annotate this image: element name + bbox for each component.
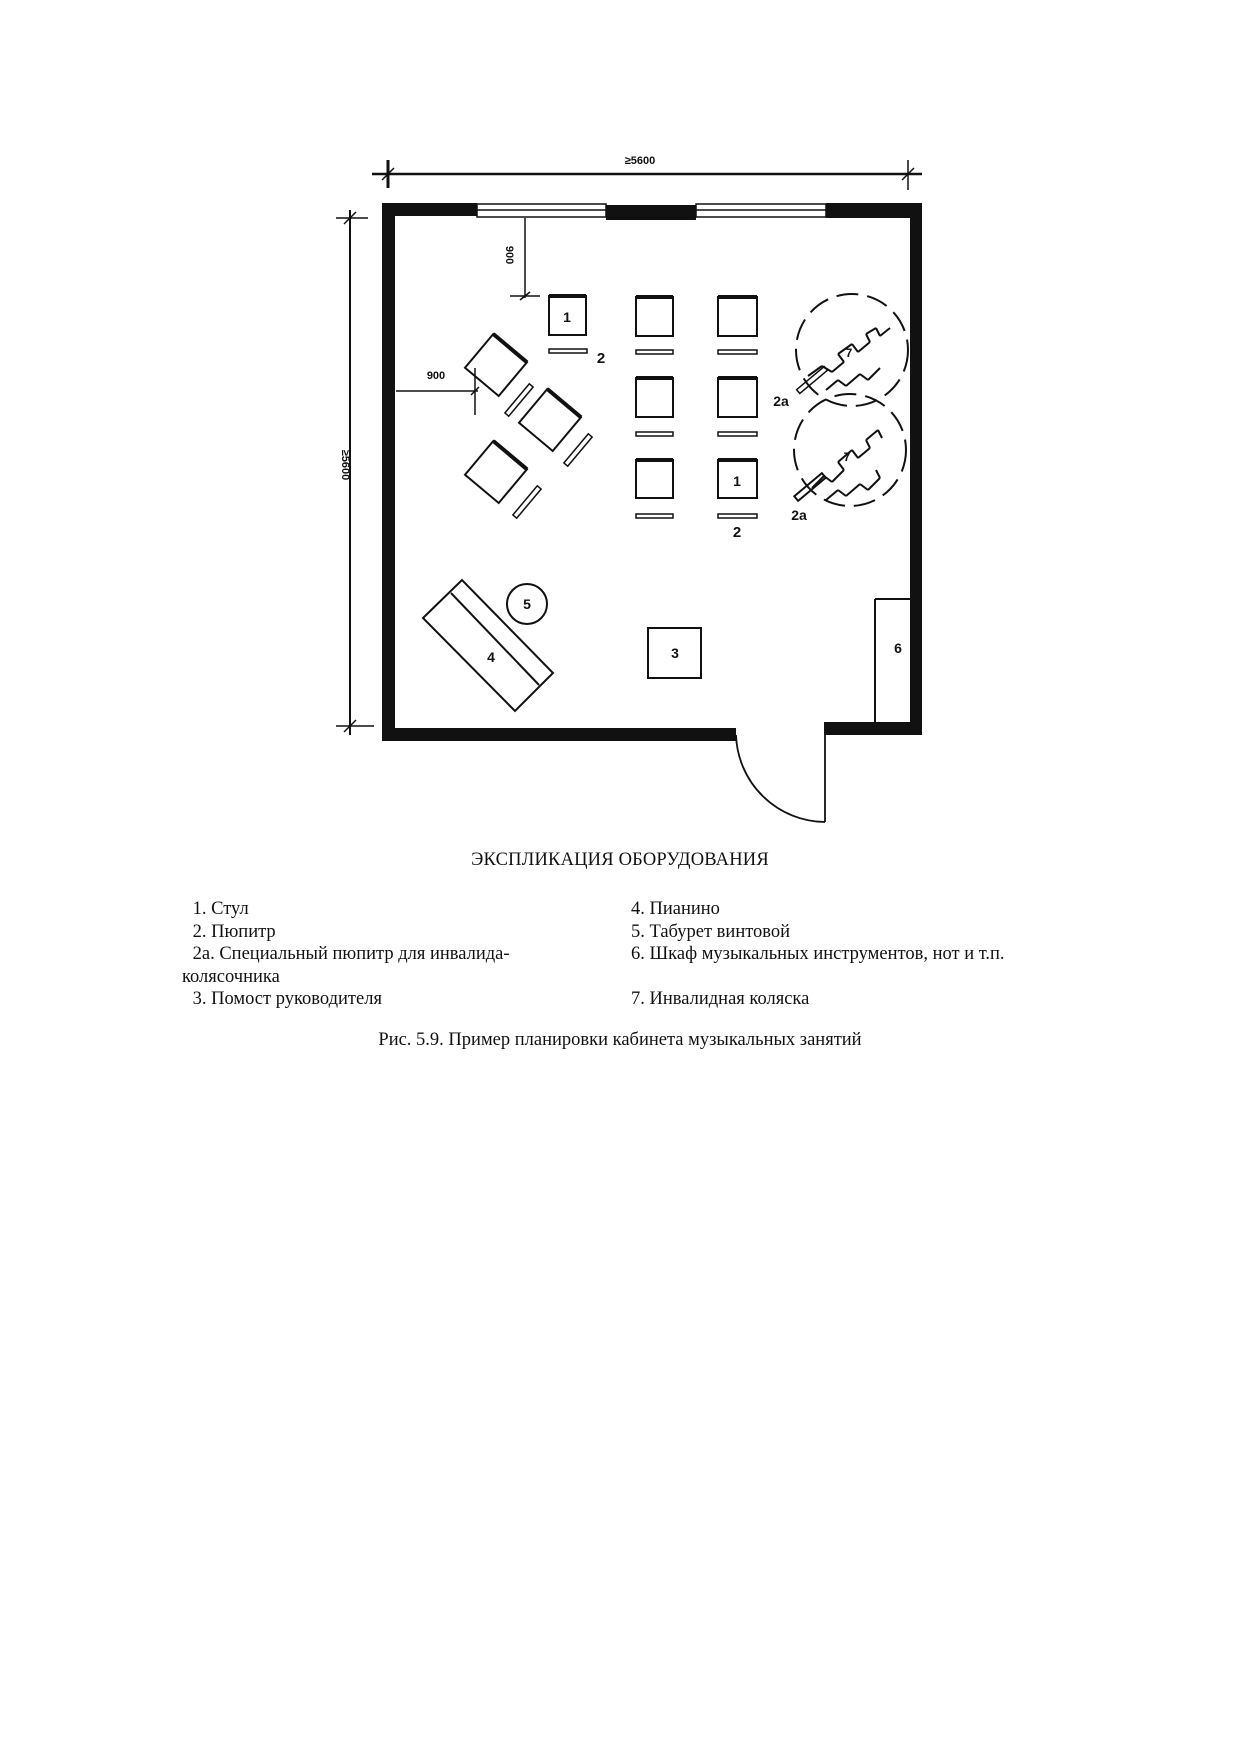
label-chair: 1 — [563, 309, 571, 325]
stool — [506, 583, 548, 625]
top-dimension-line — [372, 160, 922, 190]
chair-angled-3 — [463, 439, 529, 505]
chair-column-1 — [635, 295, 674, 519]
legend-item-piano: 4. Пианино — [631, 899, 720, 919]
label-special-stand-1: 2a — [773, 393, 789, 409]
window-right — [695, 203, 827, 218]
legend-item-stool: 5. Табурет винтовой — [631, 921, 791, 942]
wheelchair-zone-upper — [795, 293, 909, 407]
label-piano: 4 — [487, 649, 495, 665]
offset-top-label: 900 — [503, 246, 515, 264]
stand-angled-2 — [562, 432, 594, 468]
legend-item-podium: 3. Помост руководителя — [188, 989, 382, 1009]
door — [735, 728, 826, 823]
height-dimension-label: ≥5600 — [339, 450, 351, 481]
legend-left-column: 1. Стул 2. Пюпитр 2а. Специальный пюпитр… — [182, 898, 568, 1011]
legend-item-wheelchair: 7. Инвалидная коляска — [631, 989, 810, 1009]
chair-angled-1 — [463, 332, 529, 398]
floor-plan-drawing: ≥5600 ≥5600 — [336, 155, 922, 823]
legend-right-column: 4. Пианино 5. Табурет винтовой 6. Шкаф м… — [631, 898, 1091, 1011]
label-podium: 3 — [671, 645, 679, 661]
cabinet — [874, 598, 910, 722]
left-dimension-line — [336, 210, 374, 735]
figure-caption: Рис. 5.9. Пример планировки кабинета муз… — [378, 1030, 862, 1050]
chair-column-2 — [717, 295, 758, 519]
stand-angled-3 — [511, 484, 543, 520]
window-left — [476, 203, 607, 218]
legend-item-stand: 2. Пюпитр — [188, 921, 276, 942]
piano — [421, 578, 555, 713]
stand-angled-1 — [503, 382, 535, 418]
label-stand-2: 2 — [733, 524, 741, 541]
label-wheelchair-1: 7 — [846, 346, 853, 360]
angled-chair-group — [463, 332, 594, 520]
legend-spacer — [631, 966, 1091, 989]
legend-item-chair: 1. Стул — [188, 899, 249, 919]
legend-item-special-stand-continuation: колясочника — [182, 966, 280, 987]
room-walls — [382, 203, 922, 741]
podium — [647, 627, 702, 679]
label-cabinet: 6 — [894, 640, 902, 656]
floor-plan-figure: ≥5600 ≥5600 — [0, 0, 1240, 840]
label-stool: 5 — [523, 596, 531, 612]
label-wheelchair-2: 7 — [844, 450, 851, 464]
offset-left-label: 900 — [427, 370, 445, 382]
wheelchair-zone-lower — [792, 393, 907, 507]
offset-dimension-top — [510, 218, 540, 301]
label-special-stand-2: 2a — [791, 507, 807, 523]
chair-angled-2 — [517, 387, 583, 453]
label-stand: 2 — [597, 350, 605, 367]
label-chair-2: 1 — [733, 473, 741, 489]
width-dimension-label: ≥5600 — [625, 155, 656, 167]
legend-item-cabinet: 6. Шкаф музыкальных инструментов, нот и … — [631, 944, 1005, 964]
legend-item-special-stand: 2а. Специальный пюпитр для инвалида- — [188, 944, 510, 964]
chair-front-labeled — [548, 294, 588, 354]
legend-title: ЭКСПЛИКАЦИЯ ОБОРУДОВАНИЯ — [471, 850, 769, 870]
